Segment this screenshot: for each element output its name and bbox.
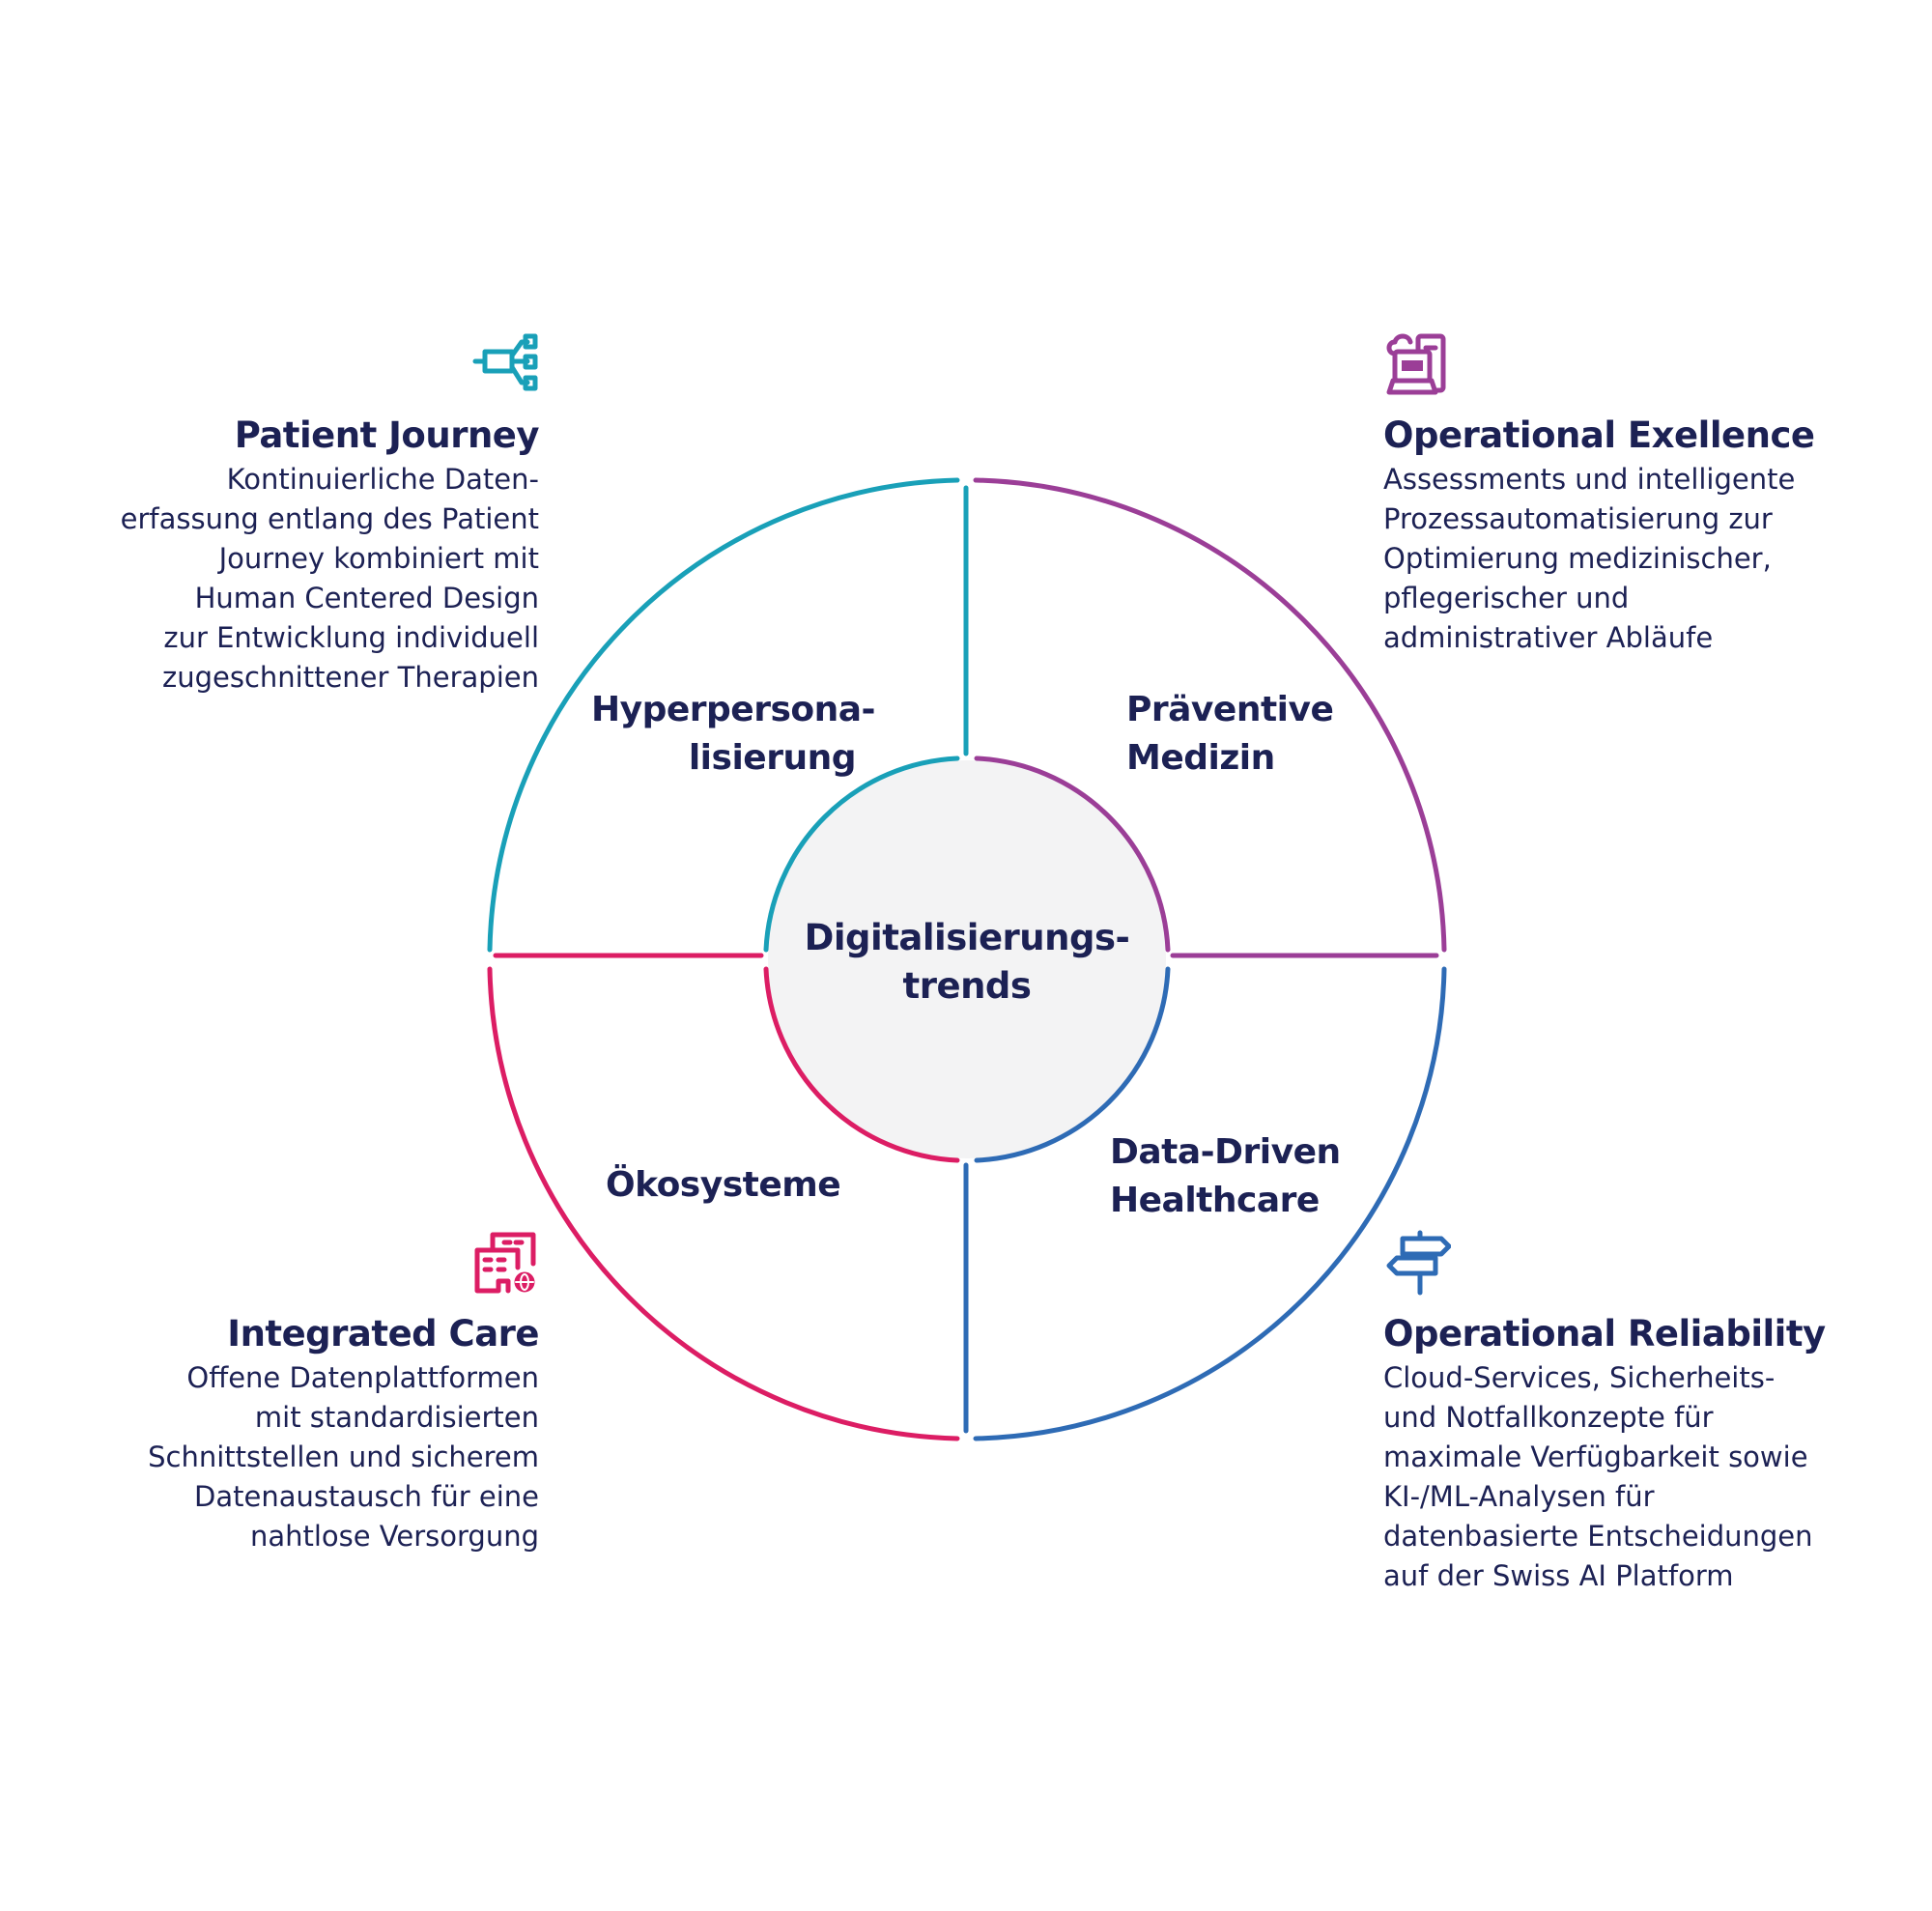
outer-arc-top-right: [973, 477, 1447, 953]
inner-arc-top-right: [974, 756, 1171, 953]
block-description: Offene Datenplattformen mit standardisie…: [148, 1361, 539, 1553]
segment-label-data-driven-healthcare: Data-Driven Healthcare: [1110, 1132, 1341, 1220]
center-circle: [768, 760, 1166, 1158]
block-description: Cloud-Services, Sicherheits- und Notfall…: [1383, 1361, 1813, 1592]
block-patient-journey: Patient Journey Kontinuierliche Daten- e…: [85, 330, 540, 698]
block-description: Assessments und intelligente Prozessauto…: [1383, 463, 1796, 654]
segment-label-oekosysteme: Ökosysteme: [606, 1165, 841, 1205]
buildings-globe-icon: [471, 1229, 539, 1297]
outer-arc-bottom-right: [973, 966, 1447, 1441]
inner-arc-bottom-right: [974, 966, 1171, 1163]
block-title: Integrated Care: [227, 1313, 539, 1355]
block-integrated-care: Integrated Care Offene Datenplattformen …: [85, 1229, 540, 1556]
block-description: Kontinuierliche Daten- erfassung entlang…: [120, 463, 539, 694]
inner-arc-bottom-left: [763, 966, 960, 1163]
center-label: Digitalisierungs- trends: [804, 917, 1130, 1007]
outer-arc-bottom-left: [487, 966, 960, 1441]
block-operational-reliability: Operational Reliability Cloud-Services, …: [1383, 1229, 1857, 1596]
signpost-icon: [1383, 1229, 1451, 1297]
cloud-laptop-server-icon: [1383, 330, 1451, 398]
block-title: Operational Reliability: [1383, 1313, 1826, 1355]
block-title: Operational Exellence: [1383, 414, 1815, 456]
block-title: Patient Journey: [234, 414, 540, 456]
segment-label-hyperpersonalisierung: Hyperpersona- lisierung: [591, 690, 876, 778]
inner-arc-top-left: [763, 756, 960, 953]
outer-arc-top-left: [487, 477, 960, 953]
block-operational-excellence: Operational Exellence Assessments und in…: [1383, 330, 1837, 658]
segment-label-praeventive-medizin: Präventive Medizin: [1126, 690, 1334, 778]
hierarchy-flow-icon: [471, 330, 539, 398]
